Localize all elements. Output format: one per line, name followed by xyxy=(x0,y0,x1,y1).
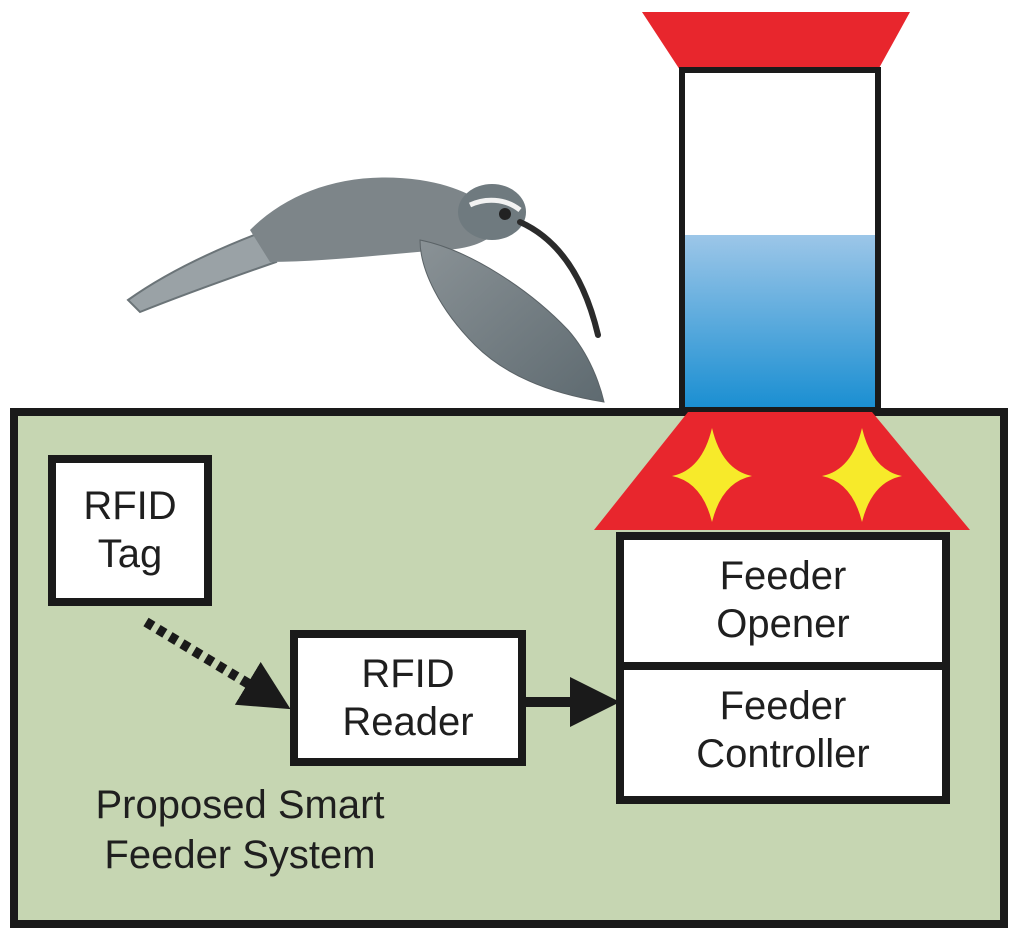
feeder-opener-box xyxy=(616,532,950,670)
rfid-reader-label: RFID Reader xyxy=(294,650,522,746)
flower-icon xyxy=(672,428,752,522)
feeder-opener-line-2: Opener xyxy=(716,602,850,646)
wireless-link-arrow xyxy=(143,617,291,710)
rfid-reader-line-1: RFID xyxy=(361,652,455,696)
flower-icon xyxy=(822,428,902,522)
nectar-level xyxy=(685,235,875,407)
rfid-tag-line-1: RFID xyxy=(83,484,177,528)
feeder-controller-line-2: Controller xyxy=(696,732,870,776)
feeder-opener-label: Feeder Opener xyxy=(620,552,946,648)
rfid-tag-line-2: Tag xyxy=(97,532,163,576)
feeder-opener-line-1: Feeder xyxy=(719,554,847,598)
system-label-line-2: Feeder System xyxy=(104,833,376,877)
feeder-cap xyxy=(642,12,910,70)
feeder-reservoir xyxy=(594,12,970,530)
feeder-controller-line-1: Feeder xyxy=(719,684,847,728)
feeder-controller-box xyxy=(616,662,950,804)
system-label-line-1: Proposed Smart xyxy=(95,783,385,827)
feeder-controller-label: Feeder Controller xyxy=(620,682,946,778)
rfid-reader-line-2: Reader xyxy=(342,700,474,744)
hummingbird-image xyxy=(126,177,605,403)
feeder-base xyxy=(594,412,970,530)
system-label: Proposed Smart Feeder System xyxy=(40,780,440,880)
rfid-tag-box xyxy=(48,455,212,606)
rfid-tag-label: RFID Tag xyxy=(52,482,208,578)
rfid-reader-box xyxy=(290,630,526,766)
